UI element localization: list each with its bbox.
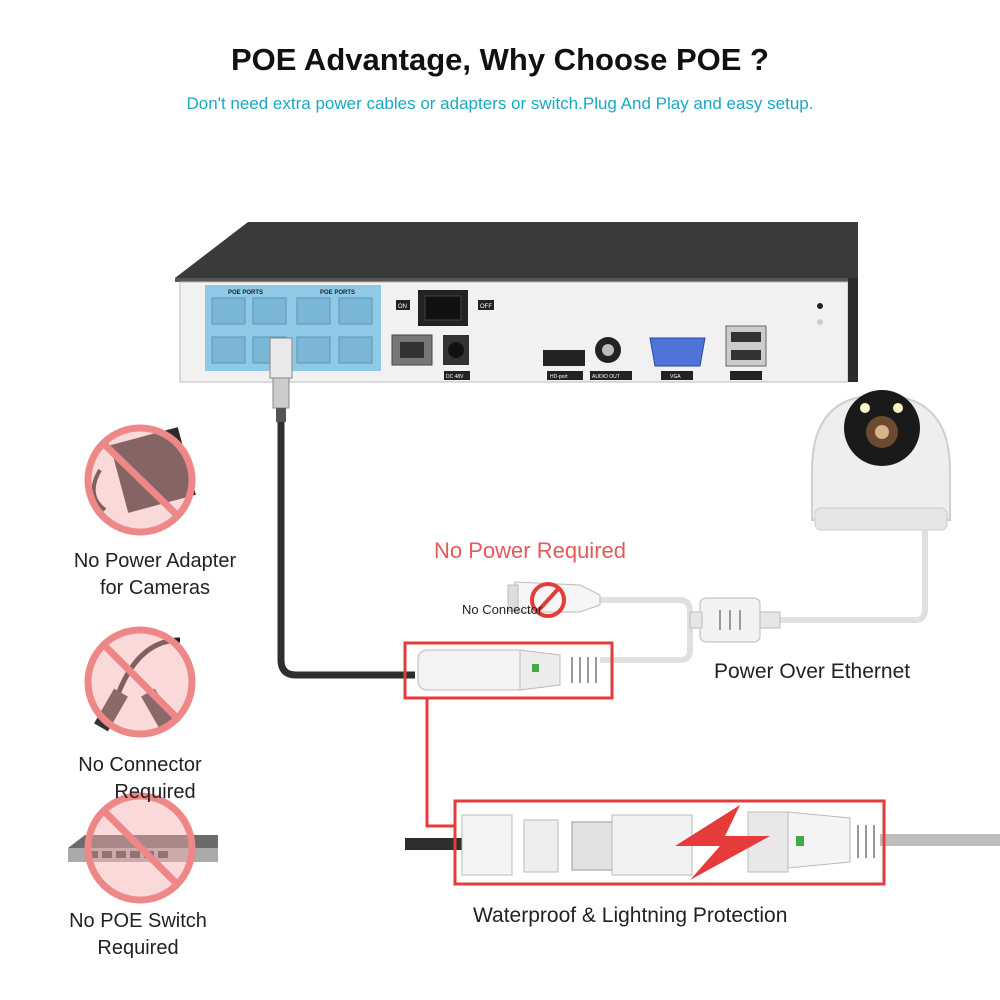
- nvr-device: POE PORTS POE PORTS ON OFF DC 48V HD-por…: [175, 222, 858, 383]
- waterproof-label: Waterproof & Lightning Protection: [473, 904, 788, 927]
- hdmi-port: [543, 350, 585, 366]
- poe-connector: [403, 641, 614, 700]
- no-power-required-label: No Power Required: [434, 538, 626, 563]
- svg-text:OFF: OFF: [480, 304, 492, 310]
- svg-text:DC 48V: DC 48V: [446, 374, 464, 380]
- no-connector-label: No Connector: [462, 602, 543, 617]
- vga-port: [649, 337, 706, 367]
- svg-text:HD-port: HD-port: [550, 374, 568, 380]
- svg-text:ON: ON: [398, 304, 407, 310]
- camera-cable: [780, 530, 928, 623]
- dc-connector-crossed: [507, 581, 601, 618]
- page-subtitle: Don't need extra power cables or adapter…: [186, 94, 814, 113]
- dome-camera: [811, 390, 951, 531]
- waterproof-assembly: [405, 799, 1000, 886]
- ethernet-cable-black: [277, 422, 415, 679]
- page-title: POE Advantage, Why Choose POE ?: [231, 42, 769, 77]
- lightning-bolt-icon: [675, 805, 770, 880]
- poe-switch-icon: [68, 792, 218, 904]
- red-link-line: [425, 698, 456, 828]
- bnc-connector-icon: [84, 626, 196, 738]
- svg-text:POE PORTS: POE PORTS: [228, 290, 263, 296]
- svg-text:VGA: VGA: [670, 374, 681, 380]
- power-adapter-icon: [84, 424, 196, 536]
- power-over-ethernet-label: Power Over Ethernet: [714, 660, 911, 683]
- rj45-plug: [269, 337, 293, 422]
- svg-text:AUDIO OUT: AUDIO OUT: [592, 374, 620, 380]
- svg-text:POE PORTS: POE PORTS: [320, 290, 355, 296]
